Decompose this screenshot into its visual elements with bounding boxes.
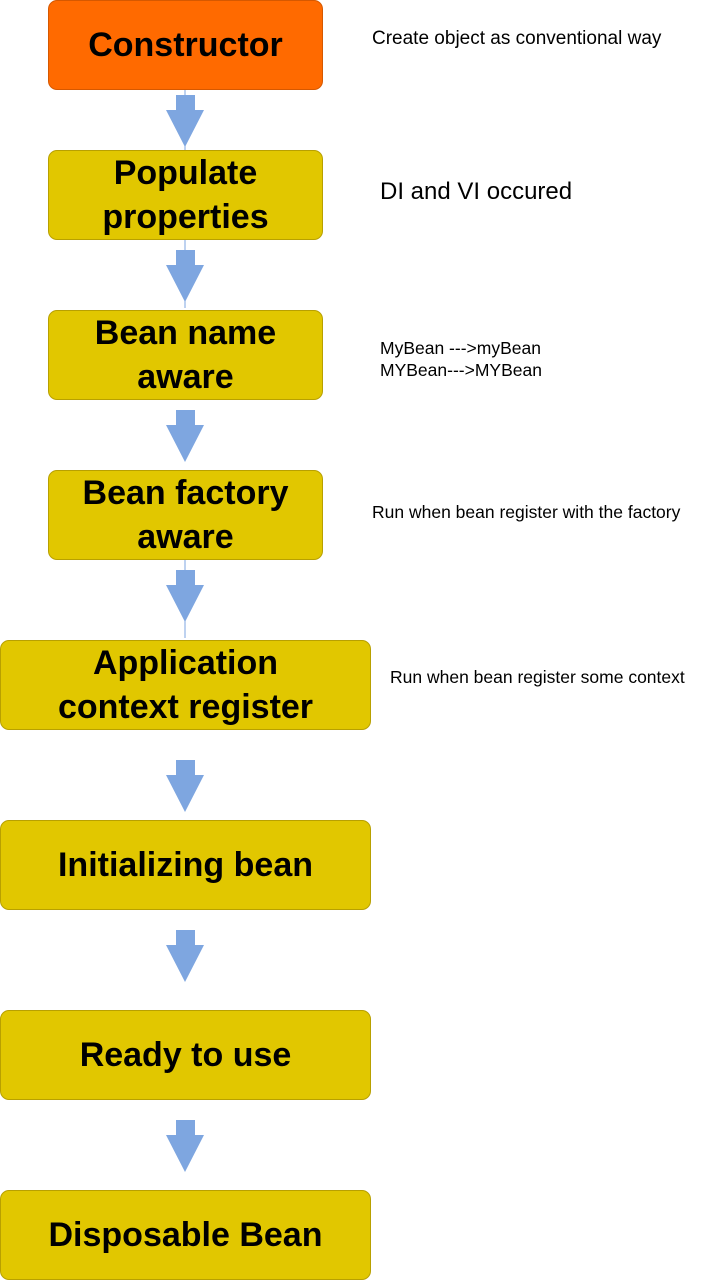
arrow-5 bbox=[166, 760, 204, 812]
step-label: Application context register bbox=[57, 644, 314, 726]
step-populate-properties: Populate properties bbox=[48, 150, 323, 240]
note-bean-name-aware: MyBean --->myBean MYBean--->MYBean bbox=[380, 338, 542, 380]
step-application-context-register: Application context register bbox=[0, 640, 371, 730]
step-bean-name-aware: Bean name aware bbox=[48, 310, 323, 400]
step-bean-factory-aware: Bean factory aware bbox=[48, 470, 323, 560]
step-constructor: Constructor bbox=[48, 0, 323, 90]
step-label: Disposable Bean bbox=[48, 1216, 323, 1254]
arrow-6 bbox=[166, 930, 204, 982]
step-label: Bean name aware bbox=[94, 314, 277, 396]
note-constructor: Create object as conventional way bbox=[372, 28, 662, 49]
step-label: Populate properties bbox=[102, 154, 269, 236]
note-bean-factory-aware: Run when bean register with the factory bbox=[372, 502, 681, 522]
step-label: Bean factory aware bbox=[82, 474, 289, 556]
arrow-3 bbox=[166, 410, 204, 462]
step-label: Ready to use bbox=[79, 1036, 292, 1074]
step-label: Initializing bean bbox=[57, 846, 314, 884]
step-disposable-bean: Disposable Bean bbox=[0, 1190, 371, 1280]
note-populate-properties: DI and VI occured bbox=[380, 178, 573, 205]
step-ready-to-use: Ready to use bbox=[0, 1010, 371, 1100]
arrow-7 bbox=[166, 1120, 204, 1172]
note-application-context-register: Run when bean register some context bbox=[390, 667, 685, 687]
step-initializing-bean: Initializing bean bbox=[0, 820, 371, 910]
step-label: Constructor bbox=[88, 26, 283, 64]
